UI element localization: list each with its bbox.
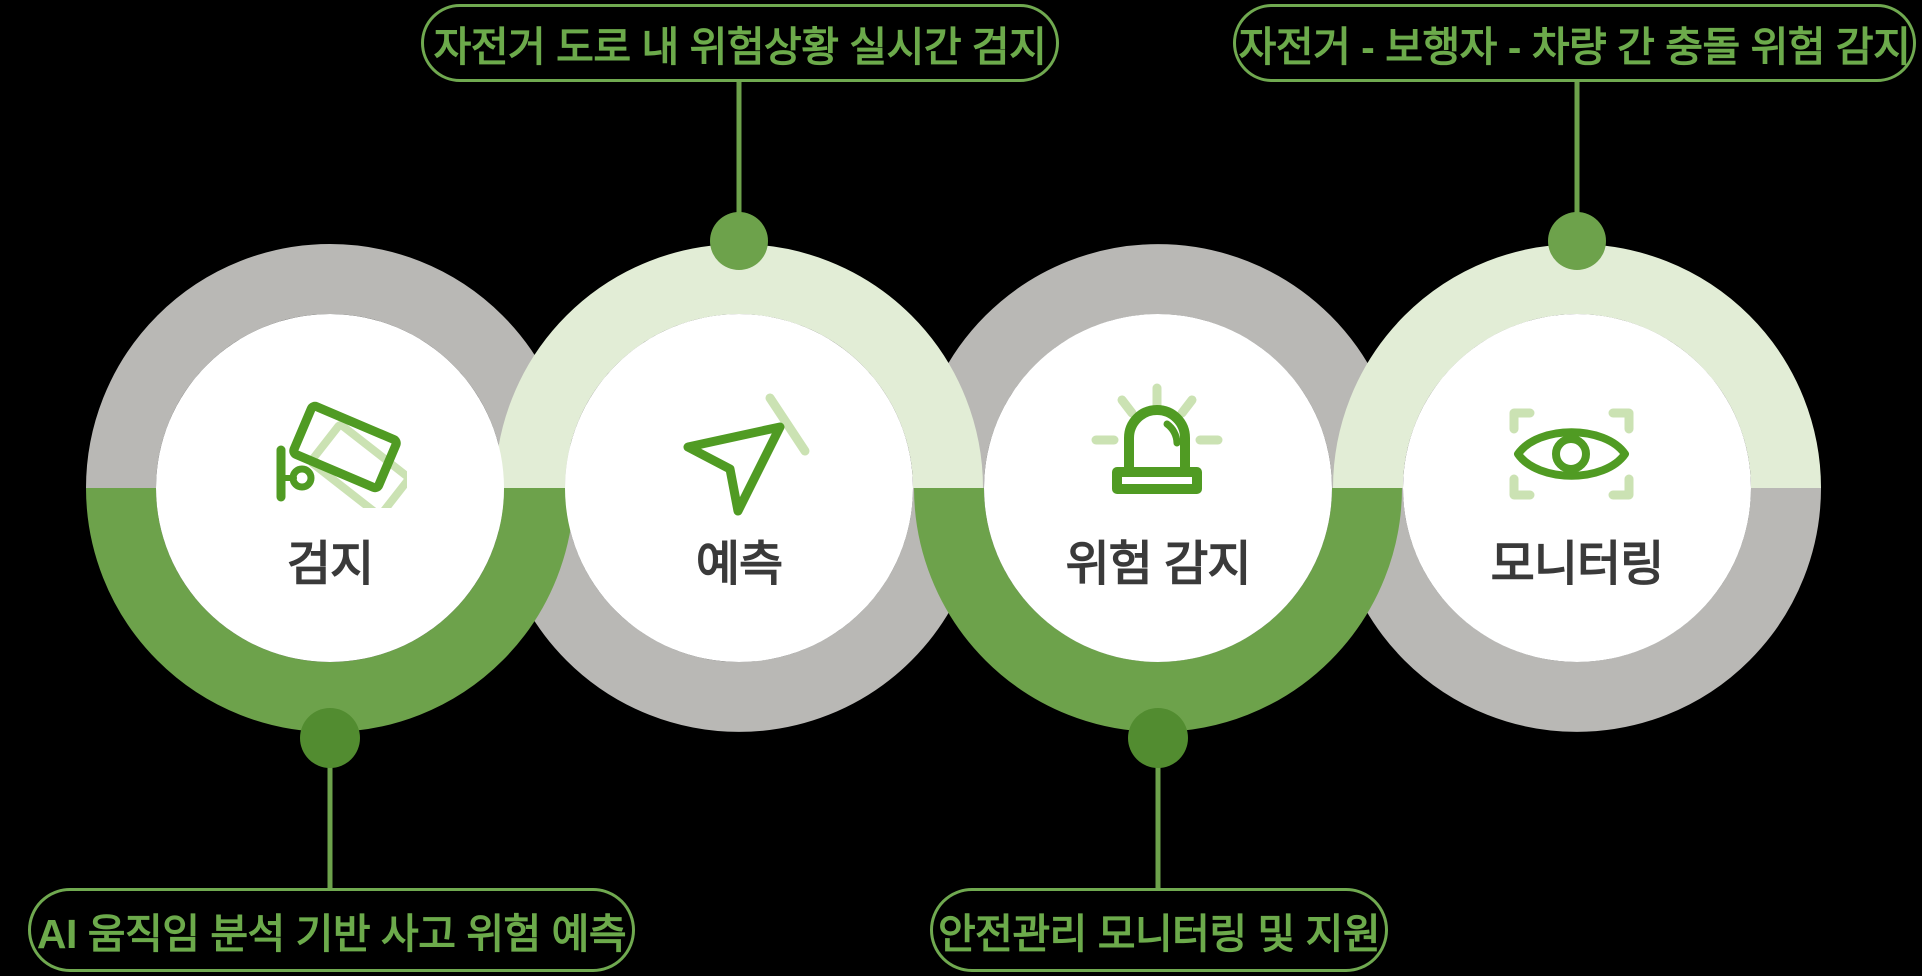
ring-top-step3 xyxy=(914,244,1402,489)
callout-safety-monitoring-support: 안전관리 모니터링 및 지원 xyxy=(930,888,1388,972)
step-label-risk-sensing: 위험 감지 xyxy=(1065,538,1252,591)
ring-bottom-step1 xyxy=(86,487,574,732)
callout-collision-risk: 자전거 - 보행자 - 차량 간 충돌 위험 감지 xyxy=(1233,4,1916,82)
cursor-arrow-icon xyxy=(680,385,815,520)
inner-circle-step4 xyxy=(1403,314,1751,662)
callout-text: 자전거 - 보행자 - 차량 간 충돌 위험 감지 xyxy=(1238,24,1911,70)
ring-bottom-step4 xyxy=(1333,487,1821,732)
inner-circle-step2 xyxy=(565,314,913,662)
cctv-camera-icon xyxy=(272,400,407,508)
eye-icon xyxy=(1504,403,1639,508)
connector-dot-step1 xyxy=(300,708,360,768)
callout-text: 자전거 도로 내 위험상황 실시간 검지 xyxy=(433,24,1047,70)
connector-dot-step3 xyxy=(1128,708,1188,768)
ring-bottom-step3 xyxy=(914,487,1402,732)
step-label-detection: 검지 xyxy=(286,538,374,591)
ring-top-step1 xyxy=(86,244,574,489)
siren-icon xyxy=(1080,378,1230,503)
ring-bottom-step2 xyxy=(495,487,983,732)
callout-text: 안전관리 모니터링 및 지원 xyxy=(937,911,1381,957)
connector-dot-step4 xyxy=(1548,212,1606,270)
callout-text: AI 움직임 분석 기반 사고 위험 예측 xyxy=(36,911,627,957)
callout-ai-motion-prediction: AI 움직임 분석 기반 사고 위험 예측 xyxy=(28,888,635,972)
ring-top-step4 xyxy=(1333,244,1821,489)
connector-dot-step2 xyxy=(710,212,768,270)
step-label-prediction: 예측 xyxy=(695,538,783,591)
inner-circle-step1 xyxy=(156,314,504,662)
step-label-monitoring: 모니터링 xyxy=(1490,538,1665,591)
ring-top-step2 xyxy=(495,244,983,489)
callout-realtime-detection: 자전거 도로 내 위험상황 실시간 검지 xyxy=(421,4,1059,82)
